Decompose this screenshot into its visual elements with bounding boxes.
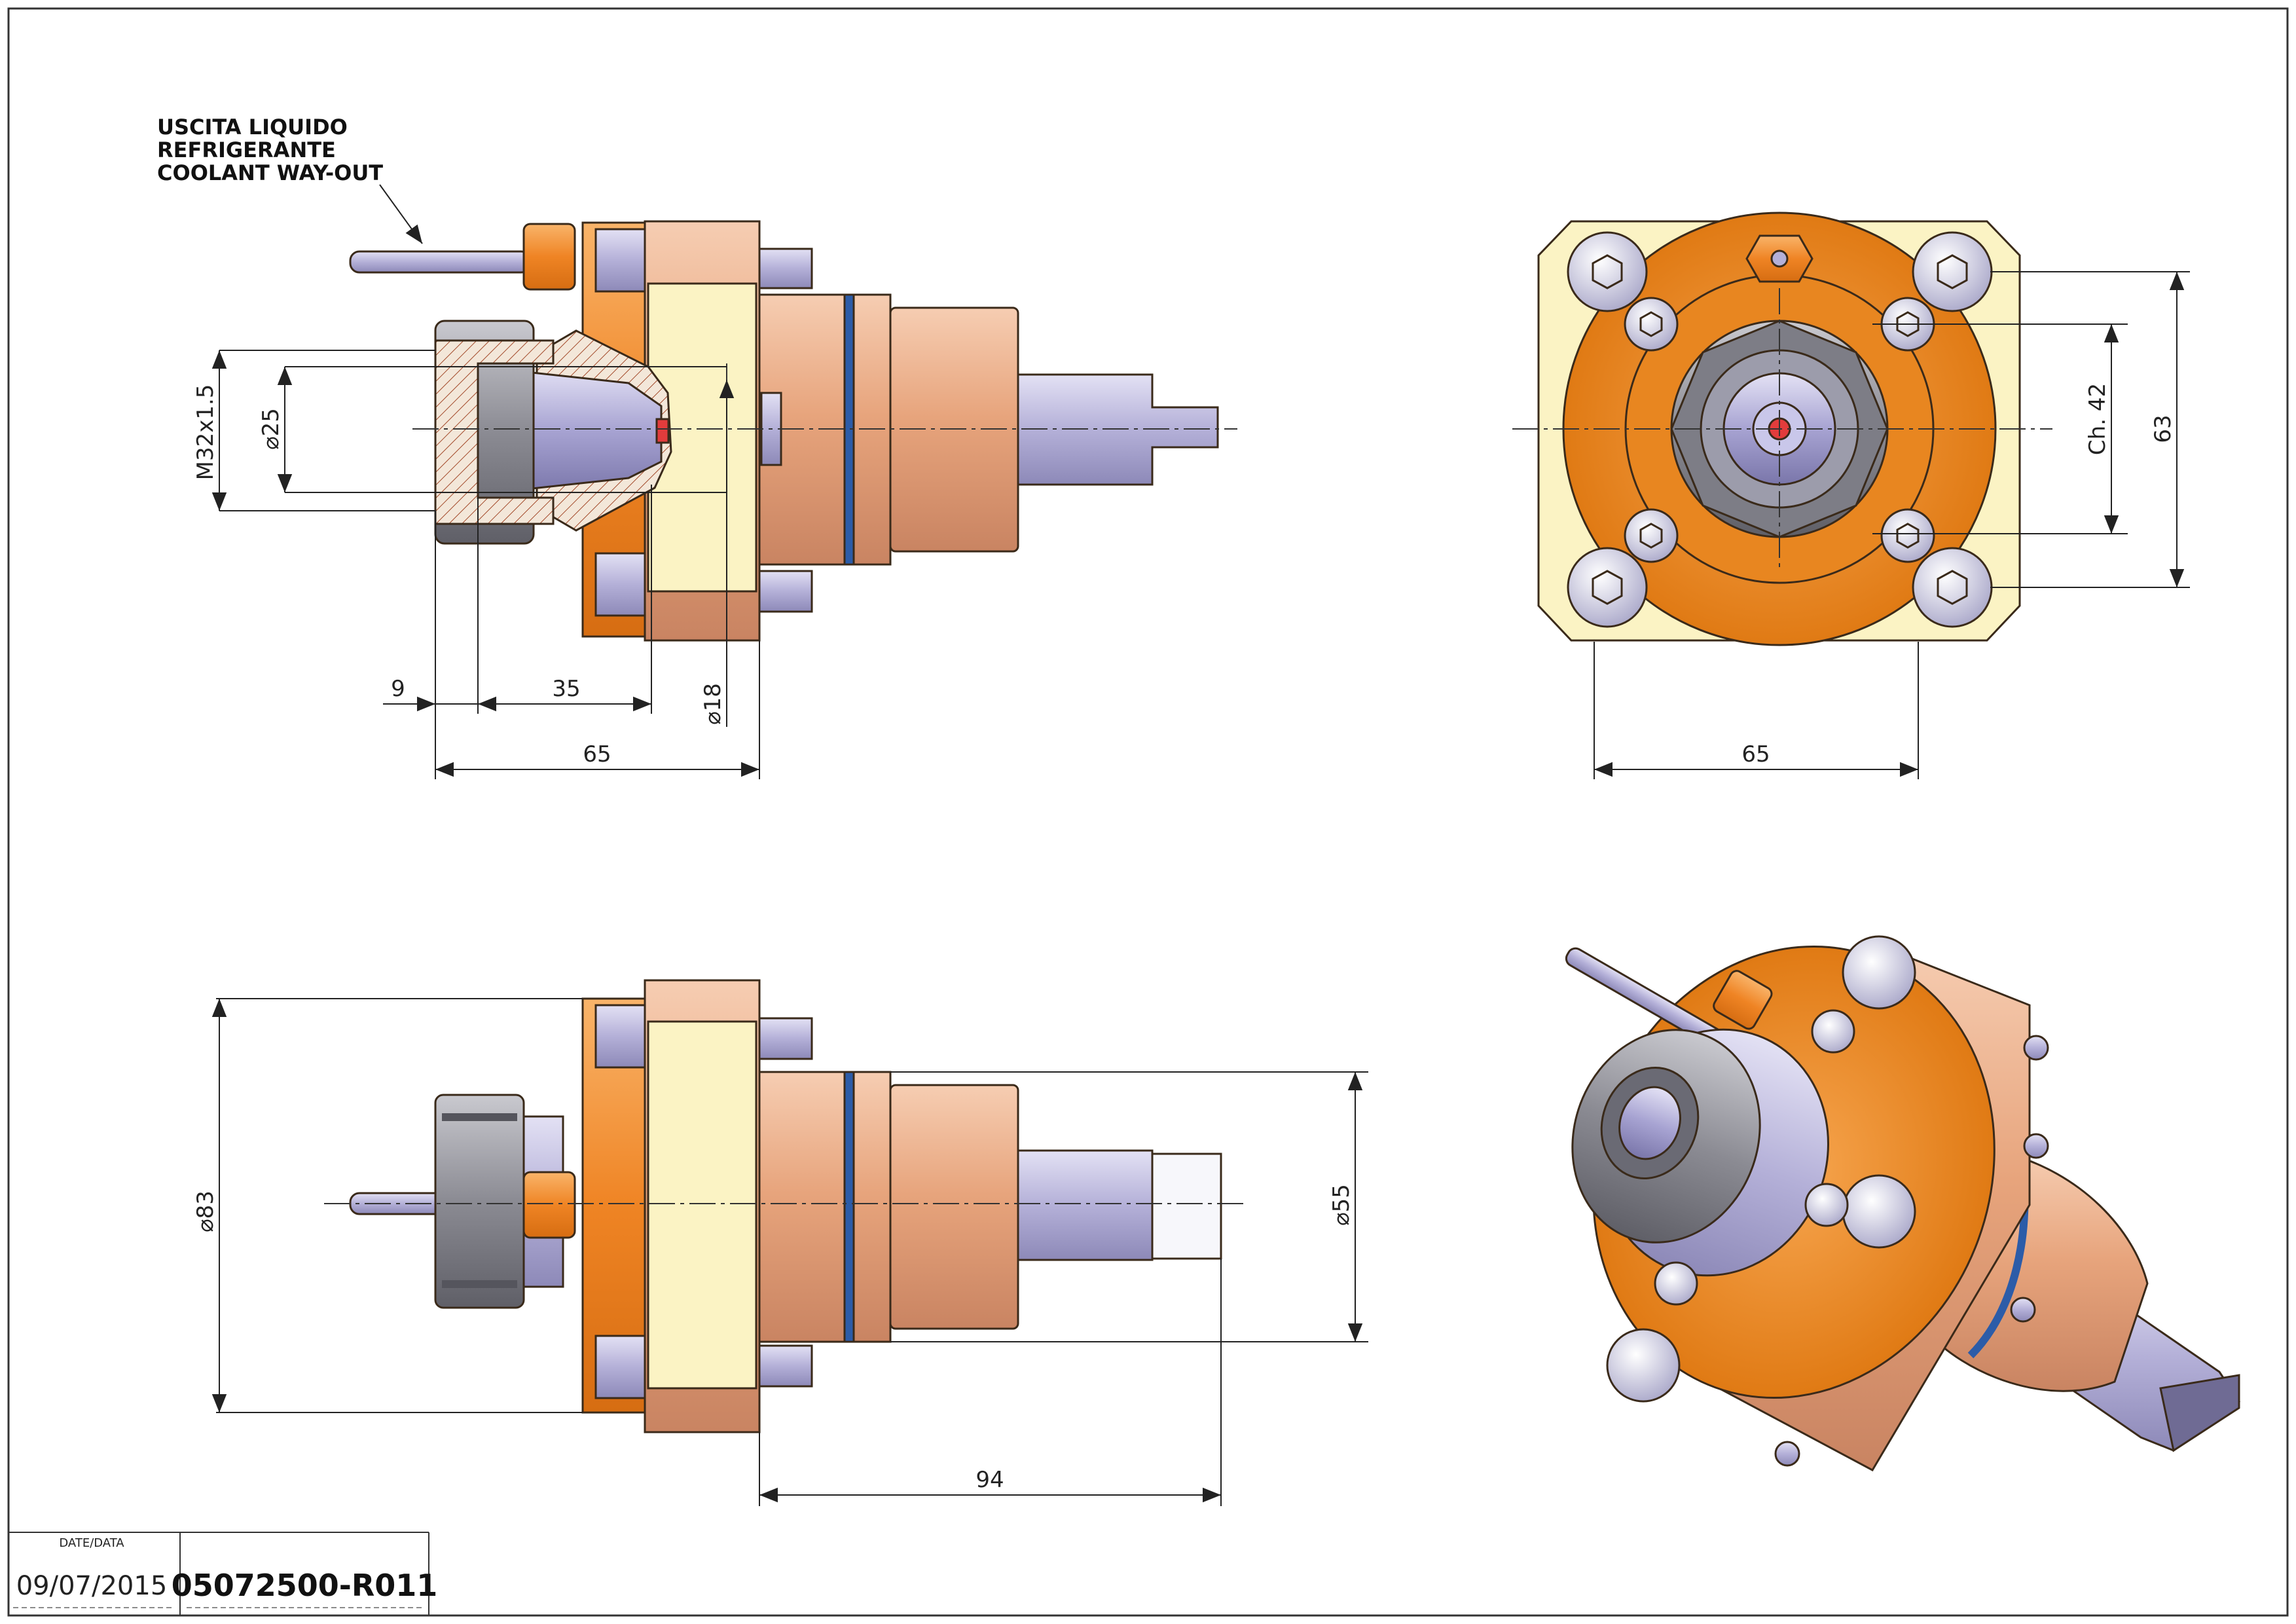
front-big-bolts [1567, 231, 1993, 628]
drawing-date: 09/07/2015 [16, 1571, 168, 1601]
iso-collet-inner [1618, 1086, 1681, 1160]
dim-thread: M32x1.5 [192, 384, 219, 481]
dim-94: 94 [975, 1467, 1004, 1493]
side-section-view [349, 220, 1237, 642]
ext-side-screw-top [758, 1017, 813, 1060]
ext-blue-oring [843, 1071, 855, 1343]
iso-bolts [1606, 935, 2049, 1467]
date-label: DATE/DATA [59, 1536, 124, 1550]
ext-main-block-face [647, 1020, 757, 1390]
ext-drive-shaft [1017, 1149, 1154, 1261]
dim-65-front: 65 [1741, 741, 1770, 767]
coolant-note: USCITA LIQUIDO REFRIGERANTE COOLANT WAY-… [157, 115, 423, 244]
coolant-fitting [522, 223, 576, 291]
dim-dia18: ⌀18 [700, 683, 726, 725]
iso-coolant-fitting [1713, 970, 1773, 1030]
ext-side-screw-bottom [758, 1344, 813, 1388]
ext-spindle-nose [889, 1084, 1019, 1330]
coolant-pipe [349, 250, 532, 274]
note-leader [379, 184, 423, 244]
drawing-code: 05072500-R011 [172, 1568, 438, 1603]
side-exterior-view [324, 979, 1247, 1433]
ext-flange-bolt-bottom [594, 1335, 648, 1399]
front-coolant-fitting-hole [1770, 249, 1789, 268]
sheet-border [7, 7, 2289, 1617]
ext-collet-nut [434, 1094, 525, 1309]
note-line-1: USCITA LIQUIDO [157, 115, 348, 139]
ext-view-dimensions: ⌀83 ⌀55 94 [192, 998, 1368, 1506]
iso-shaft-flat [2159, 1374, 2240, 1452]
note-line-3: COOLANT WAY-OUT [157, 160, 383, 185]
ext-collet-nut-slot2 [442, 1280, 517, 1288]
dim-63: 63 [2150, 415, 2176, 443]
dim-dia83: ⌀83 [192, 1190, 219, 1232]
dim-dia25: ⌀25 [258, 408, 284, 450]
flange-bolt-top [594, 228, 648, 293]
front-view-dimensions: Ch. 42 63 65 [1594, 271, 2190, 779]
isometric-view [1565, 935, 2241, 1471]
ext-coolant-fitting [522, 1171, 576, 1239]
side-screw-bottom [758, 570, 813, 613]
note-line-2: REFRIGERANTE [157, 138, 336, 162]
dim-dia55: ⌀55 [1328, 1184, 1355, 1226]
coolant-nozzle-red [655, 418, 670, 444]
dim-9: 9 [391, 676, 405, 702]
ext-flange-bolt-top [594, 1004, 648, 1069]
ext-drive-flat [1151, 1153, 1222, 1260]
front-small-bolts [1624, 297, 1935, 563]
front-view [1512, 212, 2052, 646]
main-block-section [647, 282, 757, 593]
dim-65-side: 65 [583, 741, 611, 767]
dim-ch42: Ch. 42 [2085, 383, 2111, 455]
title-block: DATE/DATA 09/07/2015 05072500-R011 [9, 1532, 437, 1615]
side-view-dimensions: M32x1.5 ⌀25 9 35 ⌀18 65 [192, 350, 760, 779]
flange-bolt-bottom [594, 552, 648, 617]
dim-35: 35 [552, 676, 580, 702]
ext-body-cylinder [758, 1071, 892, 1343]
side-screw-top [758, 248, 813, 289]
ext-collet-nut-slot1 [442, 1113, 517, 1121]
